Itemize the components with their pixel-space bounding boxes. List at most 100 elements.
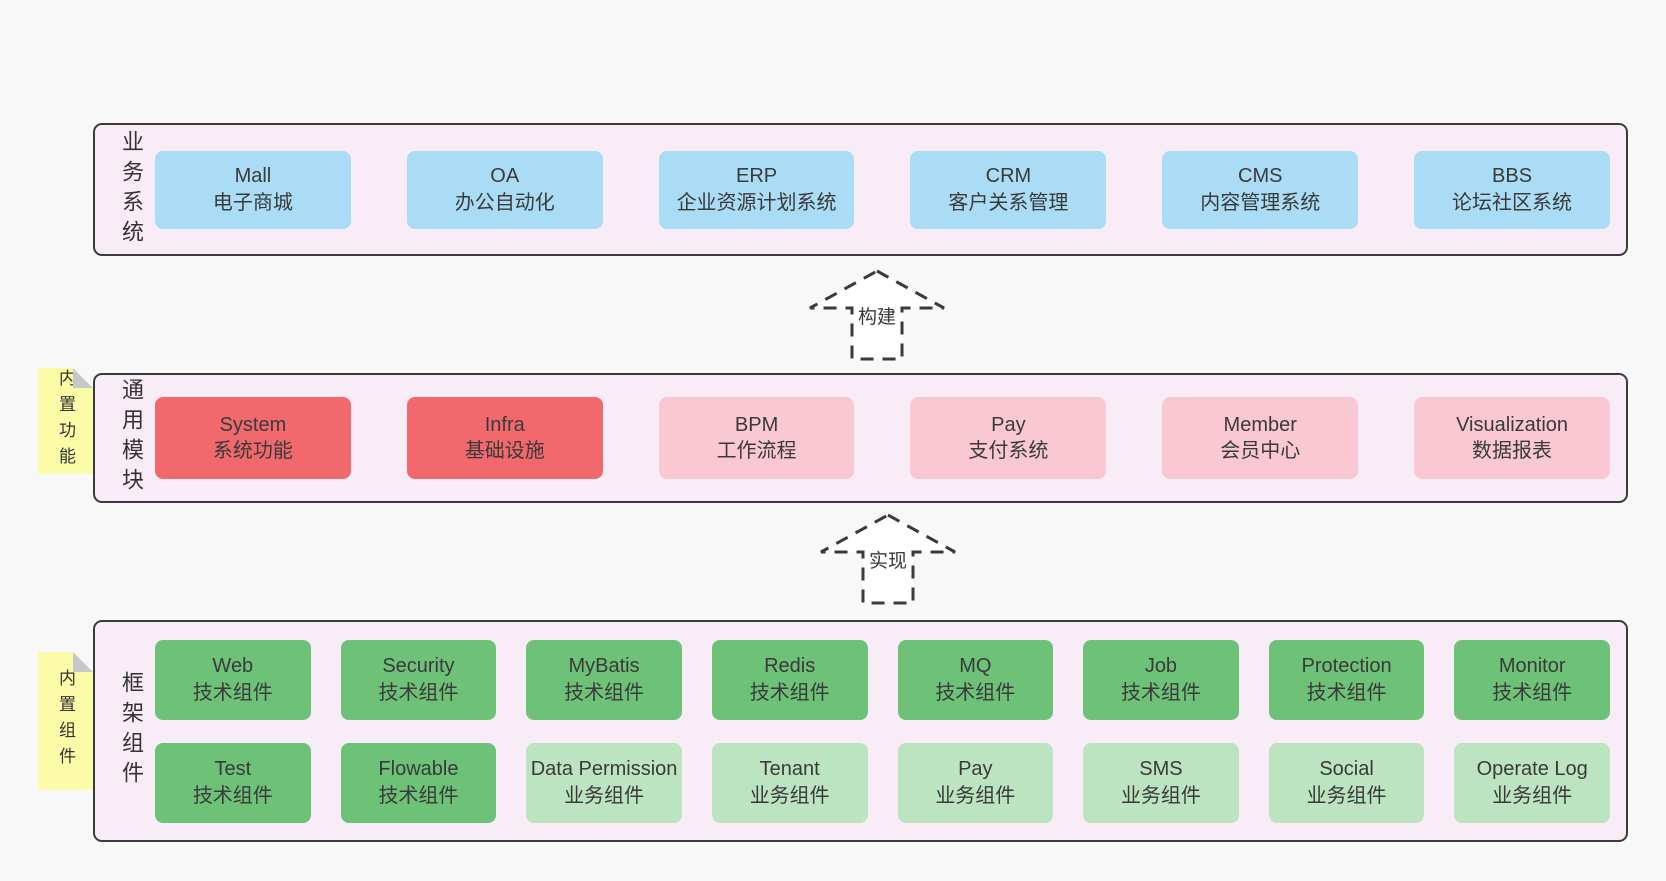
layer-label-modules: 通用模块 [119,378,144,498]
box-desc: 论坛社区系统 [1452,191,1573,214]
box-name: Data Permission [530,758,678,781]
module-box-cms: CMS 内容管理系统 [1162,150,1359,229]
box-name: System [219,413,287,436]
module-box-crm: CRM 客户关系管理 [910,150,1107,229]
component-box-web: Web 技术组件 [155,639,311,720]
arrow-implement: 实现 [818,512,958,606]
box-name: Pay [991,413,1026,436]
component-box-protection: Protection 技术组件 [1268,639,1425,720]
sticky-note-built-in-components: 内置组件 [38,652,93,790]
box-desc: 业务组件 [1120,784,1201,807]
box-desc: 业务组件 [749,784,830,807]
box-desc: 技术组件 [378,681,459,704]
sticky-note-built-in-features: 内置功能 [38,368,93,474]
box-name: Protection [1301,655,1392,678]
component-box-sms: SMS 业务组件 [1083,742,1239,823]
component-box-operate-log: Operate Log 业务组件 [1454,742,1610,823]
box-name: Member [1223,413,1297,436]
box-name: BPM [734,413,779,436]
module-box-erp: ERP 企业资源计划系统 [658,150,855,229]
layer-framework-components: 框架组件 Web 技术组件 Security 技术组件 MyBatis 技术组件… [93,620,1628,842]
box-desc: 数据报表 [1472,440,1553,462]
box-name: ERP [736,165,778,188]
box-desc: 客户关系管理 [948,191,1069,214]
component-box-tenant: Tenant 业务组件 [711,742,868,823]
component-box-security: Security 技术组件 [340,639,497,720]
box-desc: 技术组件 [192,681,273,704]
module-box-infra: Infra 基础设施 [406,397,603,479]
component-box-monitor: Monitor 技术组件 [1454,639,1610,720]
box-desc: 会员中心 [1220,440,1301,462]
component-box-mq: MQ 技术组件 [897,639,1054,720]
box-desc: 技术组件 [1120,681,1201,704]
component-box-social: Social 业务组件 [1268,742,1425,823]
module-box-system: System 系统功能 [155,397,351,479]
component-box-mybatis: MyBatis 技术组件 [526,639,682,720]
box-desc: 基础设施 [464,440,545,462]
box-name: Social [1319,758,1374,781]
component-box-data-permission: Data Permission 业务组件 [526,742,682,823]
box-desc: 业务组件 [1492,784,1573,807]
box-name: Web [212,655,254,678]
box-name: Infra [484,413,525,436]
box-name: BBS [1492,165,1533,188]
box-desc: 技术组件 [1306,681,1387,704]
layer-common-modules: 通用模块 System 系统功能 Infra 基础设施 BPM 工作流程 Pay… [93,373,1628,503]
box-desc: 工作流程 [716,440,797,462]
box-name: Job [1144,655,1178,678]
box-name: Flowable [378,758,459,781]
component-box-job: Job 技术组件 [1083,639,1239,720]
module-box-visualization: Visualization 数据报表 [1414,397,1610,479]
module-box-mall: Mall 电子商城 [155,150,351,229]
component-box-test: Test 技术组件 [155,742,311,823]
business-boxes-row: Mall 电子商城 OA 办公自动化 ERP 企业资源计划系统 CRM 客户关系… [155,150,1610,229]
box-desc: 内容管理系统 [1200,191,1321,214]
modules-boxes-row: System 系统功能 Infra 基础设施 BPM 工作流程 Pay 支付系统… [155,397,1610,479]
box-name: MQ [959,655,992,678]
arrow-label-build: 构建 [854,302,900,329]
box-desc: 业务组件 [564,784,645,807]
note-text: 内置组件 [56,669,75,773]
module-box-pay: Pay 支付系统 [910,397,1107,479]
arrow-build: 构建 [807,268,947,362]
components-row-1: Web 技术组件 Security 技术组件 MyBatis 技术组件 Redi… [155,639,1610,720]
box-name: Security [382,655,455,678]
layer-business-systems: 业务系统 Mall 电子商城 OA 办公自动化 ERP 企业资源计划系统 CRM… [93,123,1628,256]
box-name: Operate Log [1476,758,1588,781]
box-desc: 企业资源计划系统 [676,191,837,214]
layer-label-business: 业务系统 [119,129,144,250]
components-rows: Web 技术组件 Security 技术组件 MyBatis 技术组件 Redi… [155,639,1610,823]
box-name: Mall [234,165,272,188]
box-name: Test [214,758,252,781]
box-name: CMS [1238,165,1283,188]
box-desc: 技术组件 [1492,681,1573,704]
module-box-bpm: BPM 工作流程 [658,397,855,479]
box-desc: 业务组件 [1306,784,1387,807]
box-name: Tenant [759,758,820,781]
box-name: CRM [985,165,1032,188]
box-name: SMS [1139,758,1183,781]
box-desc: 支付系统 [968,440,1049,462]
box-desc: 办公自动化 [454,191,555,214]
box-name: Monitor [1498,655,1566,678]
component-box-flowable: Flowable 技术组件 [340,742,497,823]
module-box-oa: OA 办公自动化 [406,150,603,229]
box-desc: 技术组件 [749,681,830,704]
box-desc: 技术组件 [378,784,459,807]
box-desc: 技术组件 [192,784,273,807]
box-name: OA [490,165,520,188]
component-box-redis: Redis 技术组件 [711,639,868,720]
components-row-2: Test 技术组件 Flowable 技术组件 Data Permission … [155,742,1610,823]
box-name: MyBatis [568,655,640,678]
folded-corner-icon [73,368,93,388]
module-box-bbs: BBS 论坛社区系统 [1414,150,1610,229]
component-box-pay: Pay 业务组件 [897,742,1054,823]
folded-corner-icon [73,652,93,672]
box-name: Visualization [1456,413,1569,436]
box-desc: 技术组件 [564,681,645,704]
box-desc: 电子商城 [212,191,293,214]
note-text: 内置功能 [56,369,75,473]
box-desc: 业务组件 [935,784,1016,807]
arrow-label-implement: 实现 [865,546,911,573]
